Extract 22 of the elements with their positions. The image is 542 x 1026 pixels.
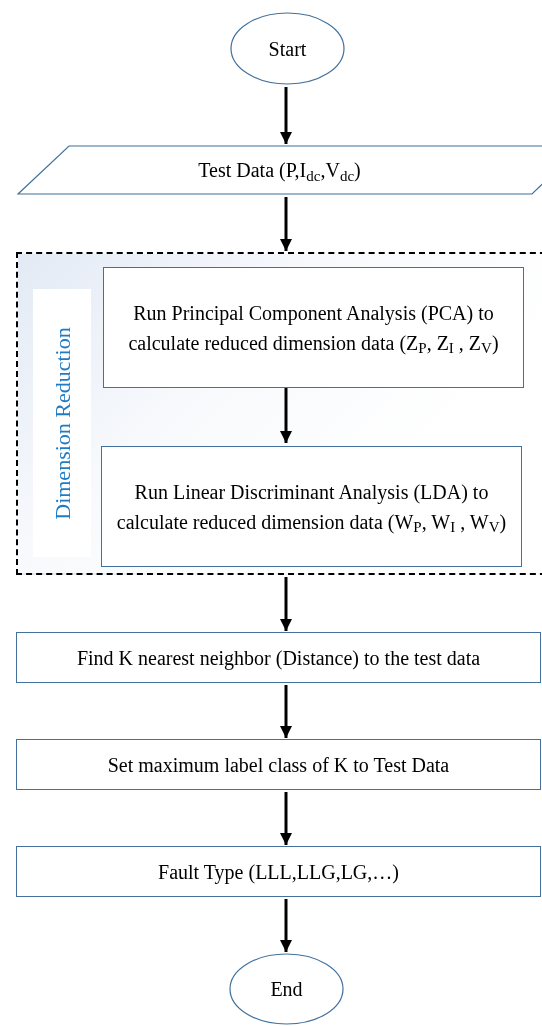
arrow bbox=[280, 792, 292, 845]
arrow bbox=[280, 899, 292, 952]
node-text: Run Principal Component Analysis (PCA) to calculate reduced dimension data (Z$_{P}$, Z$_{I}$ , Z$_{V}$) bbox=[127, 300, 500, 358]
process-box bbox=[103, 267, 524, 388]
node-text: Fault Type (LLL,LLG,LG,…) bbox=[158, 859, 399, 886]
arrow bbox=[280, 197, 292, 251]
node-text: Test Data (P,I$_{dc}$,V$_{dc}$) bbox=[198, 158, 361, 185]
node-text: Start bbox=[268, 36, 307, 62]
arrow bbox=[280, 388, 292, 443]
dashed-group-frame bbox=[16, 252, 542, 575]
node-text: Set maximum label class of K to Test Data bbox=[107, 752, 450, 778]
node-text: Find K nearest neighbor (Distance) to the test data bbox=[76, 645, 481, 672]
arrow bbox=[280, 577, 292, 631]
process-box bbox=[16, 846, 541, 897]
process-box bbox=[16, 739, 541, 790]
group-title: Dimension Reduction bbox=[48, 326, 76, 520]
node-text: End bbox=[270, 977, 303, 1002]
process-box bbox=[16, 632, 541, 683]
arrow bbox=[280, 685, 292, 738]
arrow bbox=[280, 87, 292, 144]
process-box bbox=[101, 446, 522, 567]
node-text: Run Linear Discriminant Analysis (LDA) to calculate reduced dimension data (W$_{P}$, W$_{I}$ , W$_{V}$) bbox=[116, 479, 507, 537]
